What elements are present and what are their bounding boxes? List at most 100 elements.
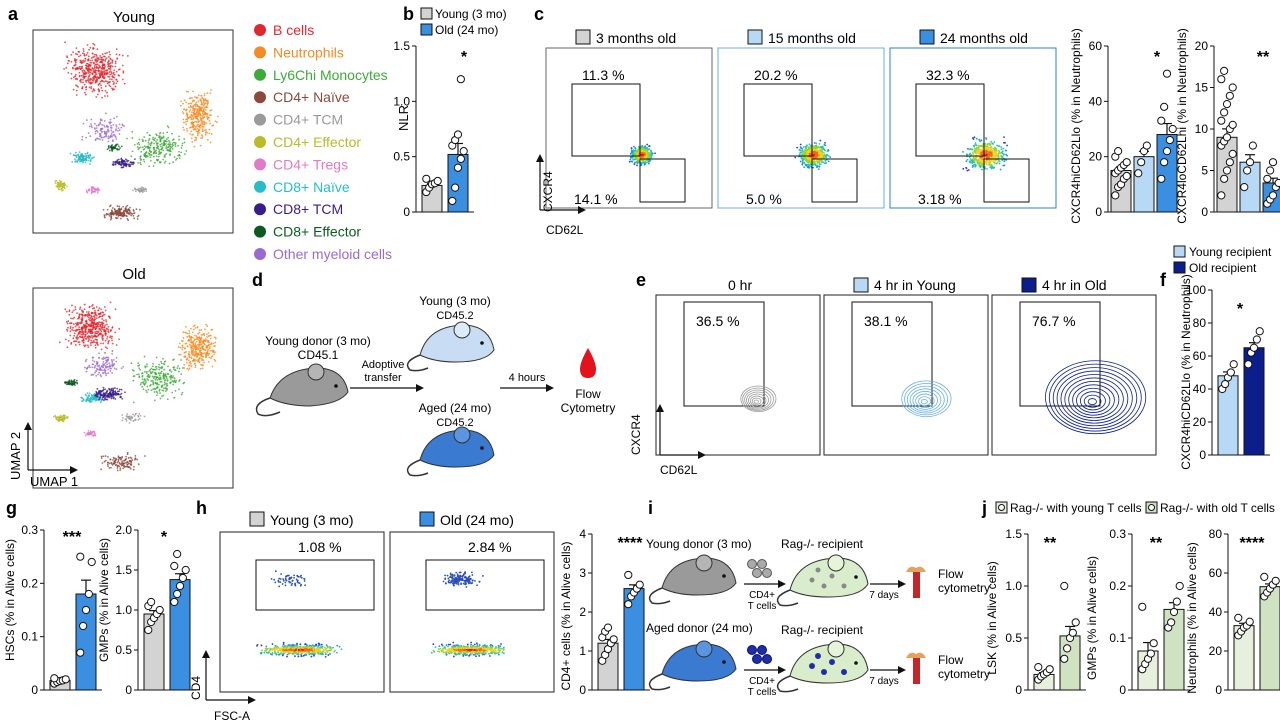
umap-point bbox=[163, 360, 166, 363]
umap-point bbox=[119, 395, 122, 398]
umap-point bbox=[85, 85, 88, 88]
flow-event bbox=[644, 161, 647, 164]
umap-point bbox=[88, 432, 90, 435]
umap-point bbox=[140, 381, 143, 384]
umap-point bbox=[114, 331, 117, 334]
flow-event bbox=[991, 149, 994, 152]
umap-point bbox=[119, 469, 122, 471]
umap-point bbox=[101, 80, 104, 82]
umap-point bbox=[112, 459, 114, 461]
flow-event bbox=[822, 154, 825, 157]
umap-point bbox=[169, 369, 171, 371]
flow-event bbox=[989, 147, 992, 150]
flow-event bbox=[818, 142, 821, 145]
umap-point bbox=[197, 128, 200, 131]
umap-point bbox=[198, 341, 201, 344]
umap-point bbox=[111, 352, 113, 355]
flow-event bbox=[972, 153, 975, 155]
umap-point bbox=[165, 138, 168, 141]
umap-point bbox=[107, 130, 110, 133]
umap-point bbox=[211, 355, 214, 357]
umap-point bbox=[103, 328, 105, 331]
flow-event bbox=[629, 158, 632, 161]
flow-event bbox=[648, 160, 651, 163]
umap-point bbox=[153, 150, 156, 153]
umap-point bbox=[132, 413, 134, 416]
umap-point bbox=[105, 320, 108, 323]
umap-point bbox=[70, 73, 73, 75]
umap-point bbox=[155, 394, 158, 397]
umap-point bbox=[127, 417, 130, 420]
umap-point bbox=[92, 396, 95, 399]
umap-point bbox=[105, 135, 108, 138]
umap-point bbox=[114, 308, 117, 311]
flow-event bbox=[808, 159, 811, 162]
umap-point bbox=[90, 312, 93, 315]
legend-label: CD8+ TCM bbox=[273, 201, 343, 217]
umap-point bbox=[107, 396, 110, 399]
umap-point bbox=[202, 352, 205, 355]
flow-event bbox=[991, 156, 994, 159]
umap-point bbox=[199, 339, 202, 342]
umap-point bbox=[74, 151, 77, 154]
umap-point bbox=[165, 145, 168, 147]
umap-point bbox=[139, 161, 142, 164]
umap-point bbox=[92, 42, 95, 45]
umap-point bbox=[182, 331, 185, 334]
umap-point bbox=[150, 389, 153, 392]
umap-point bbox=[194, 338, 196, 341]
flow-event bbox=[816, 153, 819, 156]
umap-point bbox=[109, 317, 111, 319]
umap-point bbox=[115, 124, 118, 126]
flow-event bbox=[975, 147, 978, 150]
flow-event bbox=[826, 150, 829, 152]
nlr-ylabel: NLR bbox=[396, 105, 411, 131]
umap-point bbox=[199, 347, 202, 350]
umap-point bbox=[77, 328, 79, 331]
umap-point bbox=[207, 116, 210, 119]
flow-event bbox=[632, 145, 635, 148]
umap-point bbox=[166, 148, 169, 151]
umap-point bbox=[99, 389, 102, 392]
umap-point bbox=[134, 190, 137, 193]
umap-point bbox=[121, 123, 124, 126]
umap-point bbox=[166, 131, 169, 134]
umap-point bbox=[74, 161, 77, 163]
umap-point bbox=[208, 356, 211, 359]
umap-point bbox=[150, 380, 153, 382]
umap-point bbox=[113, 208, 116, 211]
flow-event bbox=[808, 146, 811, 149]
umap-point bbox=[104, 455, 107, 457]
umap-point bbox=[201, 117, 204, 120]
umap-young-title: Young bbox=[113, 9, 155, 26]
umap-point bbox=[128, 208, 131, 211]
legend-swatch bbox=[254, 113, 266, 126]
umap-point bbox=[108, 339, 110, 342]
umap-point bbox=[167, 365, 169, 368]
umap-point bbox=[201, 115, 204, 117]
umap-point bbox=[126, 451, 129, 454]
umap-point bbox=[81, 317, 84, 320]
umap-point bbox=[114, 62, 117, 65]
umap-point bbox=[90, 157, 93, 159]
umap-point bbox=[147, 388, 150, 391]
legend-b-young: Young (3 mo) bbox=[435, 7, 507, 21]
umap-point bbox=[174, 142, 177, 144]
umap-point bbox=[198, 111, 201, 114]
umap-point bbox=[64, 183, 66, 186]
c-flow-frame bbox=[717, 47, 885, 209]
umap-point bbox=[100, 455, 103, 458]
umap-point bbox=[61, 183, 64, 186]
umap-point bbox=[130, 214, 132, 217]
flow-event bbox=[824, 160, 827, 162]
umap-point bbox=[107, 328, 110, 331]
umap-point bbox=[196, 117, 198, 120]
umap-point bbox=[99, 66, 101, 69]
umap-point bbox=[107, 75, 110, 78]
umap-point bbox=[96, 341, 98, 344]
c-xaxis-label: CD62L bbox=[546, 223, 584, 237]
umap-point bbox=[205, 122, 208, 125]
umap-point bbox=[126, 204, 129, 207]
umap-point bbox=[194, 334, 196, 337]
umap-point bbox=[110, 397, 113, 400]
